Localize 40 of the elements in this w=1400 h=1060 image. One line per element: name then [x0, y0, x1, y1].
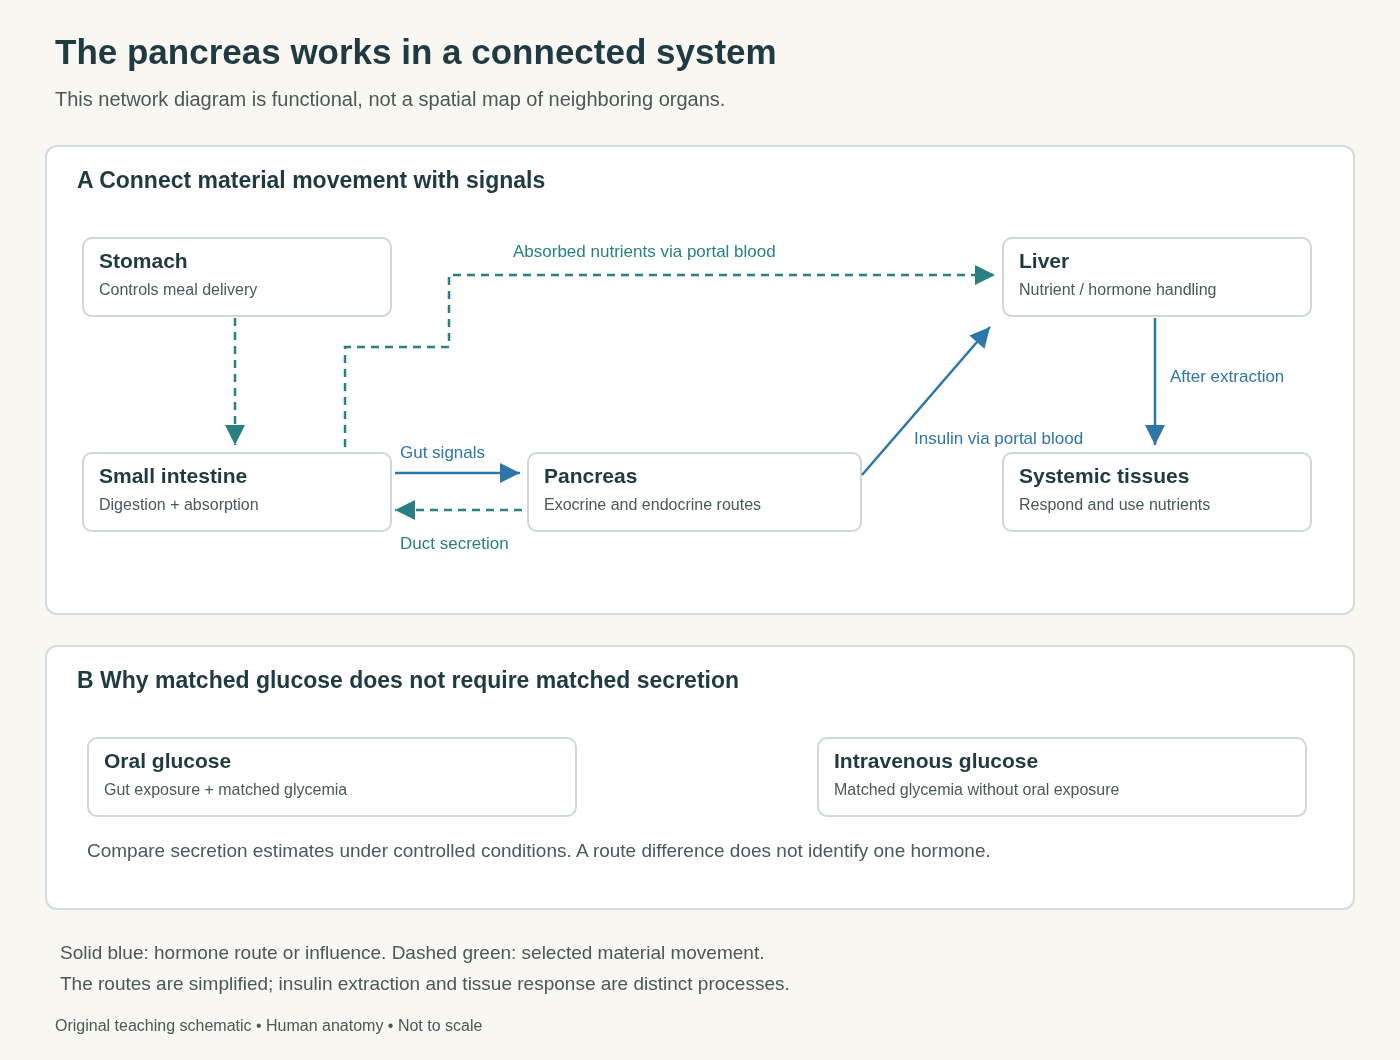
- footer-text: Original teaching schematic • Human anatomy • Not to scale: [55, 1017, 483, 1035]
- box-description: Gut exposure + matched glycemia: [104, 781, 349, 799]
- box-heading: Oral glucose: [104, 749, 233, 773]
- organ-box: [527, 452, 862, 532]
- organ-box: [87, 737, 577, 817]
- note-text: Compare secretion estimates under controlled conditions. A route difference does not identify one hormone.: [87, 840, 991, 862]
- panel-heading: A Connect material movement with signals: [77, 167, 546, 194]
- dashed-arrow: [225, 318, 245, 445]
- section-panel: [45, 145, 1355, 615]
- edge-label: Gut signals: [398, 443, 488, 463]
- subtitle: This network diagram is functional, not a spatial map of neighboring organs.: [55, 88, 726, 111]
- organ-box: [817, 737, 1307, 817]
- edge-label: Absorbed nutrients via portal blood: [511, 242, 778, 262]
- box-description: Respond and use nutrients: [1019, 496, 1212, 514]
- box-description: Nutrient / hormone handling: [1019, 281, 1218, 299]
- organ-box: [82, 452, 392, 532]
- box-heading: Intravenous glucose: [834, 749, 1040, 773]
- box-description: Exocrine and endocrine routes: [544, 496, 763, 514]
- arrow: [395, 463, 520, 483]
- organ-box: [1002, 237, 1312, 317]
- dashed-arrow: [343, 265, 995, 447]
- box-heading: Small intestine: [99, 464, 249, 488]
- edge-label: Insulin via portal blood: [912, 429, 1086, 449]
- arrow: [1145, 318, 1165, 445]
- box-description: Digestion + absorption: [99, 496, 260, 514]
- box-heading: Systemic tissues: [1019, 464, 1191, 488]
- box-heading: Pancreas: [544, 464, 639, 488]
- dashed-arrow: [395, 500, 522, 520]
- panel-heading: B Why matched glucose does not require matched secretion: [77, 667, 740, 694]
- box-heading: Liver: [1019, 249, 1071, 273]
- note-text: Solid blue: hormone route or influence. Dashed green: selected material movement.: [60, 942, 765, 964]
- box-heading: Stomach: [99, 249, 189, 273]
- section-panel: [45, 645, 1355, 910]
- box-description: Controls meal delivery: [99, 281, 259, 299]
- organ-box: [82, 237, 392, 317]
- note-text: The routes are simplified; insulin extraction and tissue response are distinct processes.: [60, 973, 790, 995]
- arrow: [861, 326, 991, 476]
- box-description: Matched glycemia without oral exposure: [834, 781, 1121, 799]
- title: The pancreas works in a connected system: [55, 32, 777, 72]
- organ-box: [1002, 452, 1312, 532]
